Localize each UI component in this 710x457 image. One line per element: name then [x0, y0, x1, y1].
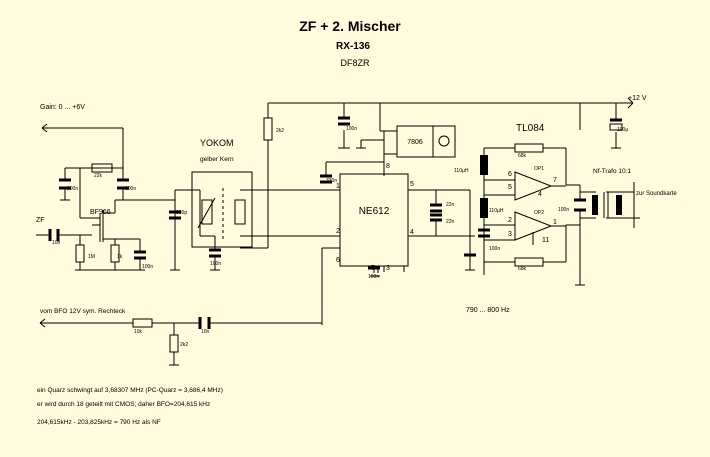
svg-text:100n: 100n	[142, 264, 153, 270]
note-2: er wird durch 18 geteilt mit CMOS; daher…	[37, 401, 210, 408]
svg-text:330p: 330p	[176, 210, 187, 216]
subtitle: RX-136	[336, 41, 370, 52]
svg-text:110µH: 110µH	[454, 168, 469, 174]
op2-label: OP2	[534, 210, 544, 216]
svg-text:100µ: 100µ	[617, 127, 628, 133]
resistors	[75, 117, 544, 353]
capacitors	[48, 116, 623, 329]
svg-text:2k2: 2k2	[180, 342, 188, 348]
svg-text:100n: 100n	[67, 186, 78, 192]
svg-text:4: 4	[538, 191, 542, 198]
svg-text:3: 3	[508, 231, 512, 238]
svg-text:100n: 100n	[489, 246, 500, 252]
svg-text:11: 11	[542, 237, 549, 244]
svg-text:22k: 22k	[94, 173, 103, 179]
author: DF8ZR	[341, 58, 371, 68]
op-amp-1	[514, 171, 553, 201]
nf-trafo-primary	[592, 195, 598, 215]
freq-label: 790 ... 800 Hz	[466, 307, 510, 314]
svg-text:68k: 68k	[518, 153, 527, 159]
yokom-label: YOKOM	[200, 138, 234, 148]
svg-text:100n: 100n	[346, 126, 357, 132]
svg-text:100n: 100n	[558, 207, 569, 213]
zf-label: ZF	[36, 217, 45, 224]
nf-trafo-secondary	[616, 195, 622, 215]
note-1: ein Quarz schwingt auf 3,68307 MHz (PC-Q…	[37, 387, 223, 394]
svg-text:6: 6	[336, 257, 340, 264]
svg-text:100n: 100n	[125, 186, 136, 192]
supply-label: +12 V	[628, 95, 647, 102]
svg-text:10n: 10n	[52, 240, 61, 246]
svg-text:100n: 100n	[368, 274, 379, 280]
svg-text:68k: 68k	[518, 266, 527, 272]
regulator	[396, 125, 456, 158]
svg-text:10k: 10k	[134, 329, 143, 335]
yokom-transformer	[191, 171, 253, 248]
inductor-primary	[201, 199, 213, 225]
soundcard-label: zur Soundkarte	[636, 191, 677, 197]
svg-text:100n: 100n	[210, 261, 221, 267]
svg-text:7: 7	[371, 265, 375, 272]
bfo-label: vom BFO 12V sym. Rechteck	[40, 308, 126, 315]
svg-text:2: 2	[336, 228, 340, 235]
svg-text:22n: 22n	[446, 219, 455, 225]
svg-text:1: 1	[553, 219, 557, 226]
ne612-chip	[339, 173, 409, 267]
svg-text:5: 5	[508, 184, 512, 191]
svg-text:110µH: 110µH	[489, 208, 504, 214]
bf966-label: BF966	[90, 209, 111, 216]
inductor-110uh-b	[480, 198, 488, 218]
pin-numbers: 1 2 3 4 5 6 7 8 1 2 3 4 5 6 7 11	[336, 163, 557, 272]
svg-text:6: 6	[508, 171, 512, 178]
svg-text:1M: 1M	[88, 254, 95, 260]
tl084-label: TL084	[516, 123, 545, 134]
svg-text:3: 3	[386, 265, 390, 272]
svg-text:2: 2	[508, 217, 512, 224]
svg-text:1: 1	[336, 183, 340, 190]
svg-text:4: 4	[410, 229, 414, 236]
yokom-sub: gelber Kern	[200, 156, 234, 163]
title: ZF + 2. Mischer	[299, 18, 401, 34]
reg-label: 7806	[407, 139, 423, 146]
component-values: 22k 100n 100n 2k2 100n 330n 330p 100n 10…	[52, 126, 628, 348]
svg-text:22n: 22n	[446, 202, 455, 208]
nf-trafo-label: Nf-Trafo 10:1	[593, 168, 631, 175]
inductor-110uh-a	[480, 155, 488, 175]
ne612-label: NE612	[359, 206, 390, 217]
note-3: 204,615kHz - 203,825kHz = 790 Hz als NF	[37, 419, 161, 426]
svg-text:7: 7	[553, 177, 557, 184]
gain-label: Gain: 0 ... +6V	[40, 104, 85, 111]
svg-text:5: 5	[410, 181, 414, 188]
op1-label: OP1	[534, 166, 544, 172]
inductor-secondary	[234, 199, 246, 225]
svg-text:10n: 10n	[201, 329, 210, 335]
svg-text:8: 8	[386, 163, 390, 170]
svg-text:330n: 330n	[326, 178, 337, 184]
svg-text:2k2: 2k2	[276, 128, 284, 134]
wires	[36, 97, 640, 366]
svg-text:1k: 1k	[117, 254, 123, 260]
